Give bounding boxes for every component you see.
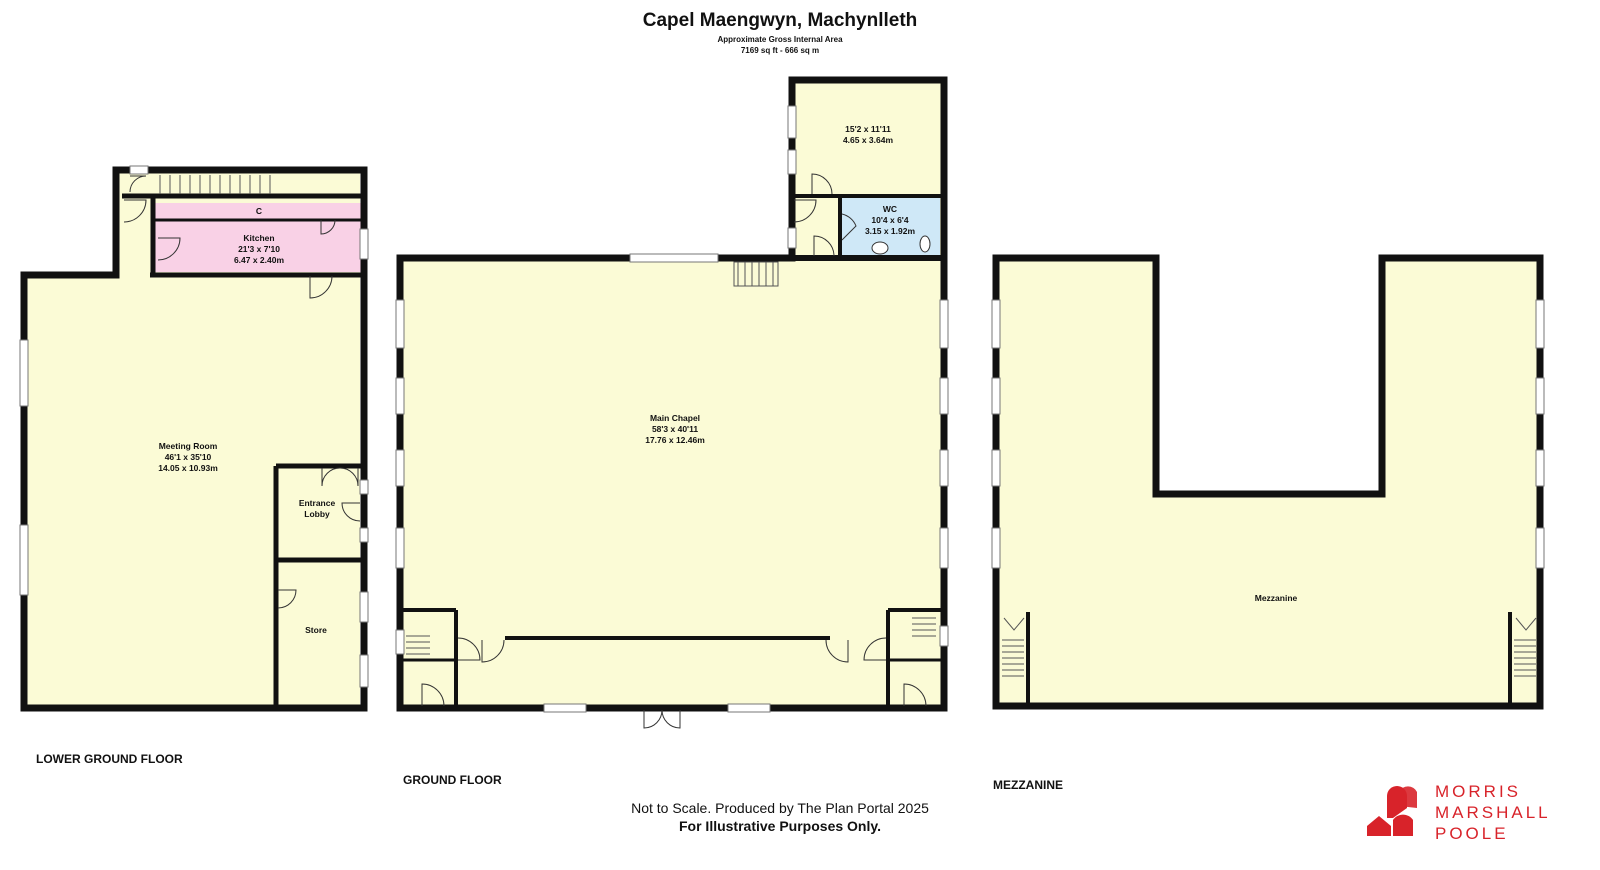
cupboard-fill — [153, 203, 361, 220]
gross-area: 7169 sq ft - 666 sq m — [740, 46, 820, 55]
illustrative-note: For Illustrative Purposes Only. — [678, 818, 881, 834]
wc-fixtures — [871, 235, 931, 255]
logo-line-2: MARSHALL — [1435, 803, 1551, 822]
mezzanine-outer-wall — [992, 254, 1544, 710]
lower-ground-stairs — [159, 175, 271, 194]
mezzanine-stairs — [1002, 617, 1537, 677]
lower-ground-doors — [123, 175, 361, 609]
mezzanine-windows — [991, 299, 1545, 569]
ground-floor-windows — [395, 105, 949, 713]
kitchen-name: Kitchen — [243, 233, 274, 243]
logo-line-3: POOLE — [1435, 824, 1509, 843]
main-chapel-imperial: 58'3 x 40'11 — [652, 424, 698, 434]
mezzanine-fill — [996, 258, 1540, 706]
meeting-room-name: Meeting Room — [159, 441, 218, 451]
ground-floor-stairs — [406, 261, 936, 655]
lower-ground-windows — [19, 165, 369, 688]
cupboard-name: C — [256, 206, 262, 216]
lower-ground-floor-label: LOWER GROUND FLOOR — [36, 752, 183, 766]
wc-imperial: 10'4 x 6'4 — [871, 215, 908, 225]
kitchen-imperial: 21'3 x 7'10 — [238, 244, 280, 254]
plan-title: Capel Maengwyn, Machynlleth — [642, 10, 918, 31]
mezzanine-plan: Mezzanine — [991, 254, 1545, 710]
plan-subtitle: Approximate Gross Internal Area — [717, 35, 843, 44]
logo-line-1: MORRIS — [1435, 782, 1521, 801]
ground-floor-plan: Main Chapel 58'3 x 40'11 17.76 x 12.46m … — [395, 76, 949, 729]
wc-name: WC — [883, 204, 897, 214]
mezzanine-name: Mezzanine — [1255, 593, 1298, 603]
kitchen-fill — [153, 220, 361, 272]
wc-metric: 3.15 x 1.92m — [865, 226, 916, 236]
entrance-lobby-name-1: Entrance — [299, 498, 336, 508]
meeting-room-imperial: 46'1 x 35'10 — [165, 452, 212, 462]
meeting-room-metric: 14.05 x 10.93m — [158, 463, 218, 473]
ground-floor-label: GROUND FLOOR — [403, 773, 502, 787]
main-chapel-name: Main Chapel — [650, 413, 700, 423]
main-chapel-metric: 17.76 x 12.46m — [645, 435, 705, 445]
store-name: Store — [305, 625, 327, 635]
scale-note: Not to Scale. Produced by The Plan Porta… — [631, 800, 929, 816]
ground-floor-doors — [421, 173, 927, 729]
top-room-metric: 4.65 x 3.64m — [843, 135, 894, 145]
agent-logo: MORRIS MARSHALL POOLE — [1367, 782, 1551, 843]
logo-mark-icon — [1367, 786, 1417, 836]
entrance-lobby-name-2: Lobby — [304, 509, 330, 519]
top-room-imperial: 15'2 x 11'11 — [845, 124, 891, 134]
ground-outline-fill — [400, 80, 942, 708]
lower-ground-outer-wall — [20, 166, 368, 712]
lower-ground-floor-plan: Meeting Room 46'1 x 35'10 14.05 x 10.93m… — [19, 165, 369, 712]
mezzanine-floor-label: MEZZANINE — [993, 778, 1063, 792]
kitchen-metric: 6.47 x 2.40m — [234, 255, 285, 265]
